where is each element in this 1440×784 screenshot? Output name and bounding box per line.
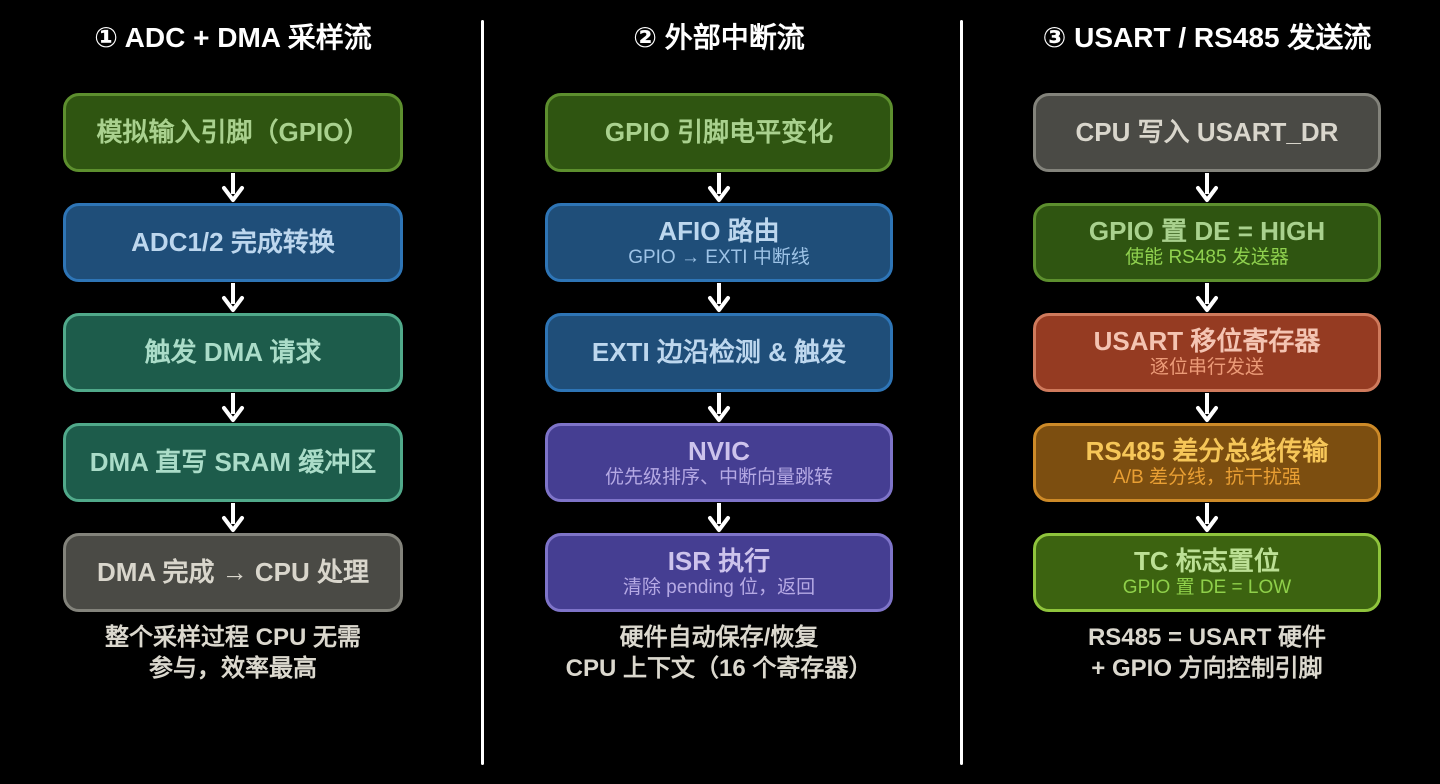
footer-line: + GPIO 方向控制引脚	[1091, 655, 1323, 682]
flow-step-title: NVIC	[687, 436, 751, 466]
flow-step-title: ISR 执行	[667, 546, 771, 576]
column-title: ① ADC + DMA 采样流	[94, 22, 372, 53]
flow-step-gpio-level: GPIO 引脚电平变化	[545, 93, 893, 172]
down-arrow-icon	[218, 392, 248, 423]
flow-step-subtitle: GPIO 置 DE = LOW	[1122, 577, 1292, 598]
down-arrow-icon	[218, 502, 248, 533]
flow-step-isr: ISR 执行 清除 pending 位，返回	[545, 533, 893, 612]
down-arrow-icon	[704, 172, 734, 203]
flow-step-title: GPIO 引脚电平变化	[604, 117, 834, 147]
flow-column-usart-rs485: ③ USART / RS485 发送流 CPU 写入 USART_DR GPIO…	[1033, 20, 1381, 684]
down-arrow-icon	[704, 282, 734, 313]
footer-line: CPU 上下文（16 个寄存器）	[565, 655, 873, 682]
flow-step-title: DMA 直写 SRAM 缓冲区	[89, 447, 377, 477]
flow-step-title: TC 标志置位	[1134, 546, 1280, 576]
flow-step-subtitle: A/B 差分线，抗干扰强	[1113, 467, 1301, 488]
column-title: ② 外部中断流	[633, 22, 805, 53]
footer-line: 整个采样过程 CPU 无需	[104, 624, 361, 651]
column-footer-note: 硬件自动保存/恢复 CPU 上下文（16 个寄存器）	[566, 622, 873, 684]
flow-step-dma-sram: DMA 直写 SRAM 缓冲区	[63, 423, 403, 502]
down-arrow-icon	[218, 282, 248, 313]
footer-line: RS485 = USART 硬件	[1087, 624, 1327, 651]
down-arrow-icon	[704, 392, 734, 423]
flow-step-subtitle: 使能 RS485 发送器	[1125, 247, 1289, 268]
flow-step-title: GPIO 置 DE = HIGH	[1088, 216, 1326, 246]
flow-step-adc-convert: ADC1/2 完成转换	[63, 203, 403, 282]
down-arrow-icon	[1192, 502, 1222, 533]
flow-step-de-high: GPIO 置 DE = HIGH 使能 RS485 发送器	[1033, 203, 1381, 282]
flow-step-title: CPU 写入 USART_DR	[1075, 117, 1339, 147]
flow-step-title: DMA 完成 → CPU 处理	[96, 557, 370, 587]
flow-step-afio-route: AFIO 路由 GPIO → EXTI 中断线	[545, 203, 893, 282]
flow-step-title: 触发 DMA 请求	[144, 337, 322, 367]
column-title: ③ USART / RS485 发送流	[1042, 22, 1372, 53]
column-footer-note: RS485 = USART 硬件 + GPIO 方向控制引脚	[1088, 622, 1326, 684]
flow-column-exti: ② 外部中断流 GPIO 引脚电平变化 AFIO 路由 GPIO → EXTI …	[545, 20, 893, 684]
flow-step-differential-bus: RS485 差分总线传输 A/B 差分线，抗干扰强	[1033, 423, 1381, 502]
flow-step-analog-input: 模拟输入引脚（GPIO）	[63, 93, 403, 172]
down-arrow-icon	[1192, 172, 1222, 203]
flow-step-tc-flag: TC 标志置位 GPIO 置 DE = LOW	[1033, 533, 1381, 612]
flow-step-exti-edge: EXTI 边沿检测 & 触发	[545, 313, 893, 392]
flow-step-title: USART 移位寄存器	[1093, 326, 1321, 356]
flow-step-title: EXTI 边沿检测 & 触发	[591, 337, 847, 367]
flow-step-nvic: NVIC 优先级排序、中断向量跳转	[545, 423, 893, 502]
flow-step-cpu-write-dr: CPU 写入 USART_DR	[1033, 93, 1381, 172]
flow-column-adc-dma: ① ADC + DMA 采样流 模拟输入引脚（GPIO） ADC1/2 完成转换…	[63, 20, 403, 684]
flow-step-subtitle: 清除 pending 位，返回	[622, 577, 816, 598]
column-footer-note: 整个采样过程 CPU 无需 参与，效率最高	[105, 622, 361, 684]
flow-step-subtitle: GPIO → EXTI 中断线	[628, 247, 810, 268]
flow-step-shift-register: USART 移位寄存器 逐位串行发送	[1033, 313, 1381, 392]
footer-line: 参与，效率最高	[148, 655, 317, 682]
flow-step-dma-done: DMA 完成 → CPU 处理	[63, 533, 403, 612]
down-arrow-icon	[1192, 282, 1222, 313]
flow-step-subtitle: 逐位串行发送	[1149, 357, 1264, 378]
flow-step-title: RS485 差分总线传输	[1085, 436, 1329, 466]
footer-line: 硬件自动保存/恢复	[619, 624, 819, 651]
flow-step-title: AFIO 路由	[658, 216, 780, 246]
flow-step-subtitle: 优先级排序、中断向量跳转	[604, 467, 833, 488]
flow-step-dma-request: 触发 DMA 请求	[63, 313, 403, 392]
column-divider-1	[481, 20, 484, 765]
down-arrow-icon	[218, 172, 248, 203]
down-arrow-icon	[704, 502, 734, 533]
flow-step-title: ADC1/2 完成转换	[131, 227, 335, 257]
down-arrow-icon	[1192, 392, 1222, 423]
column-divider-2	[960, 20, 963, 765]
flow-step-title: 模拟输入引脚（GPIO）	[96, 117, 370, 147]
